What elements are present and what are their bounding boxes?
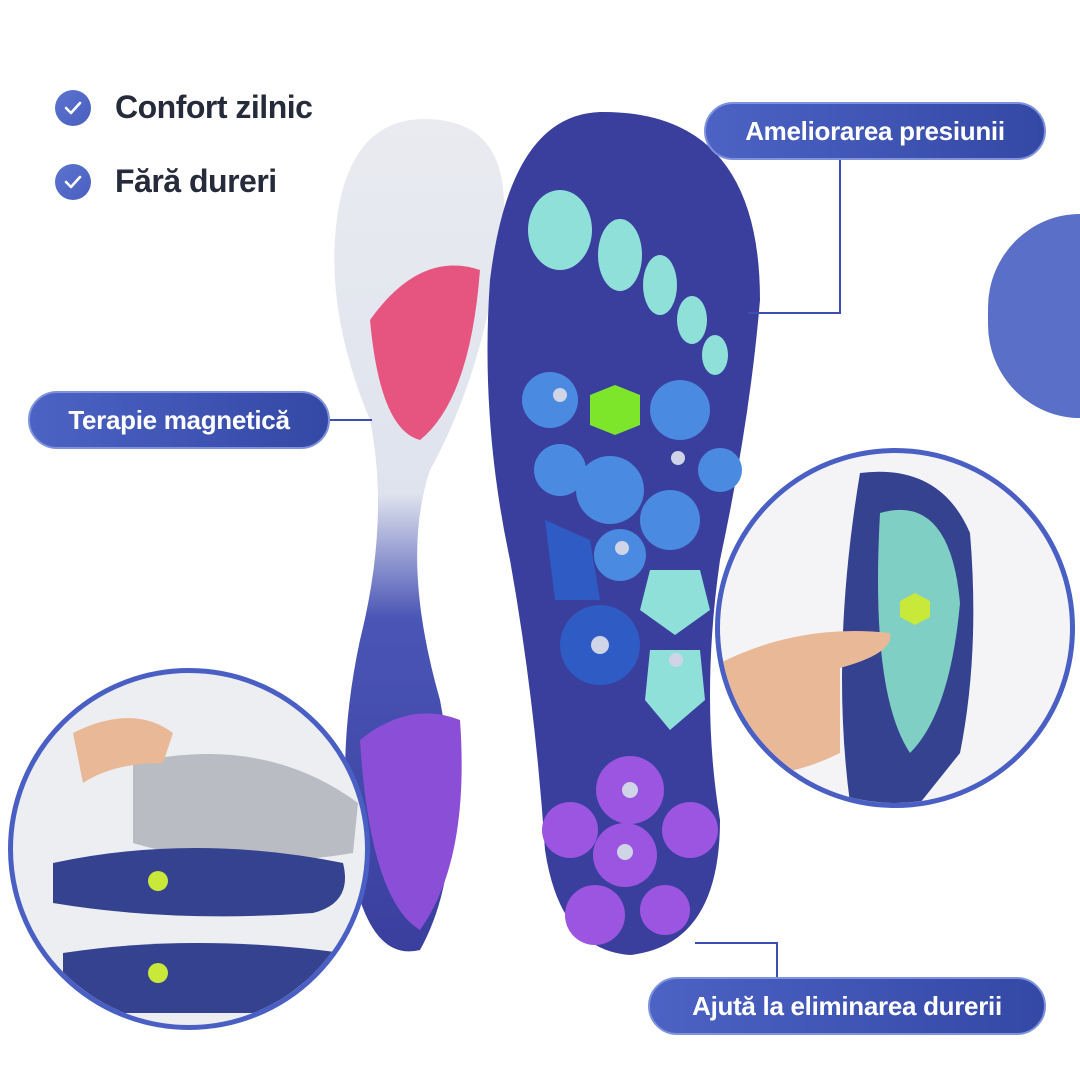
shoe-insole-photo [8, 668, 370, 1030]
callout-pain-relief: Ajută la eliminarea durerii [648, 977, 1046, 1035]
connector-line [748, 312, 841, 314]
feature-no-pain: Fără dureri [115, 163, 277, 199]
hand-insole-photo [715, 448, 1075, 808]
connector-line [839, 160, 841, 314]
check-icon [55, 164, 91, 200]
connector-line [330, 419, 372, 421]
feature-comfort: Confort zilnic [115, 89, 313, 125]
check-icon [55, 90, 91, 126]
connector-line [776, 942, 778, 978]
callout-pressure-relief: Ameliorarea presiunii [704, 102, 1046, 160]
callout-magnetic-therapy: Terapie magnetică [28, 391, 330, 449]
connector-line [695, 942, 778, 944]
arch-pad [370, 265, 480, 440]
